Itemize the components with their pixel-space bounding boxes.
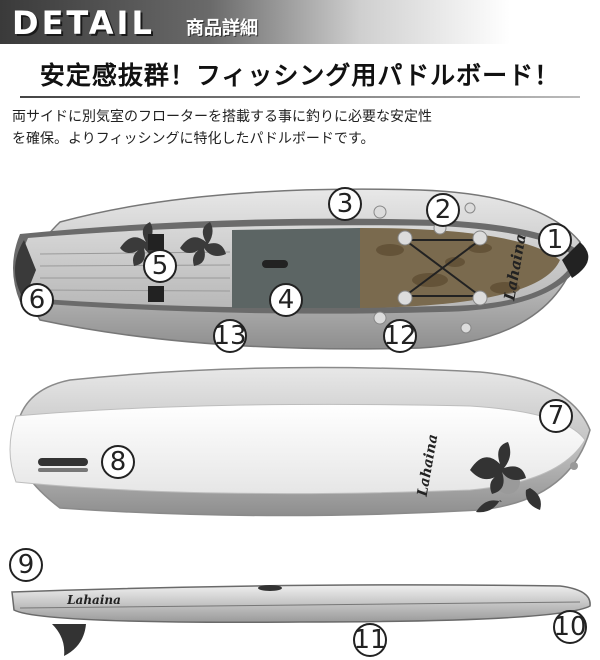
callout-2: 2 <box>426 193 460 227</box>
callout-1: 1 <box>538 223 572 257</box>
board-bottom-view: Lahaina <box>9 366 591 517</box>
callout-3: 3 <box>328 187 362 221</box>
svg-text:12: 12 <box>383 321 416 351</box>
description: 両サイドに別気室のフローターを搭載する事に釣りに必要な安定性 を確保。よりフィッ… <box>12 106 592 150</box>
headline-divider <box>20 96 580 98</box>
side-handle <box>258 585 282 591</box>
svg-text:10: 10 <box>553 612 586 642</box>
svg-text:4: 4 <box>278 285 295 315</box>
callout-5: 5 <box>143 249 177 283</box>
fin <box>52 624 86 656</box>
nose-tip <box>562 242 589 278</box>
svg-text:9: 9 <box>18 550 35 580</box>
board-illustration: Lahaina Lahaina Lahaina <box>9 187 591 657</box>
callout-8: 8 <box>101 445 135 479</box>
header-band <box>0 0 600 44</box>
description-line-1: 両サイドに別気室のフローターを搭載する事に釣りに必要な安定性 <box>12 109 432 125</box>
svg-text:7: 7 <box>548 401 565 431</box>
detail-title: DETAIL <box>12 4 155 42</box>
sun-logo-bottom <box>470 442 541 513</box>
deck-mount-front <box>148 234 164 250</box>
svg-text:13: 13 <box>213 321 246 351</box>
board-top-view: Lahaina <box>13 188 589 350</box>
detail-subtitle: 商品詳細 <box>186 18 258 39</box>
callout-9: 9 <box>9 548 43 582</box>
svg-text:5: 5 <box>152 251 169 281</box>
brand-logo-side: Lahaina <box>66 593 121 607</box>
callout-4: 4 <box>269 283 303 317</box>
d-rings <box>373 202 488 334</box>
svg-text:8: 8 <box>110 447 127 477</box>
callout-13: 13 <box>213 319 247 353</box>
deck-mount-rear <box>148 286 164 302</box>
callout-12: 12 <box>383 319 417 353</box>
callout-11: 11 <box>353 623 387 657</box>
carry-handle <box>262 260 288 268</box>
svg-text:3: 3 <box>337 189 354 219</box>
fin-box <box>38 458 88 466</box>
callout-6: 6 <box>20 283 54 317</box>
headline: 安定感抜群！フィッシング用パドルボード！ <box>39 61 561 90</box>
callout-10: 10 <box>553 610 587 644</box>
svg-text:1: 1 <box>547 225 564 255</box>
description-line-2: を確保。よりフィッシングに特化したパドルボードです。 <box>12 131 375 147</box>
svg-text:11: 11 <box>353 625 386 655</box>
svg-text:2: 2 <box>435 195 452 225</box>
callout-7: 7 <box>539 399 573 433</box>
svg-text:6: 6 <box>29 285 46 315</box>
fin-box-rail <box>38 468 88 472</box>
tail-end <box>15 240 36 300</box>
board-side-view: Lahaina <box>11 584 591 656</box>
bungee-cord <box>404 239 481 297</box>
valve-bottom <box>570 462 578 470</box>
